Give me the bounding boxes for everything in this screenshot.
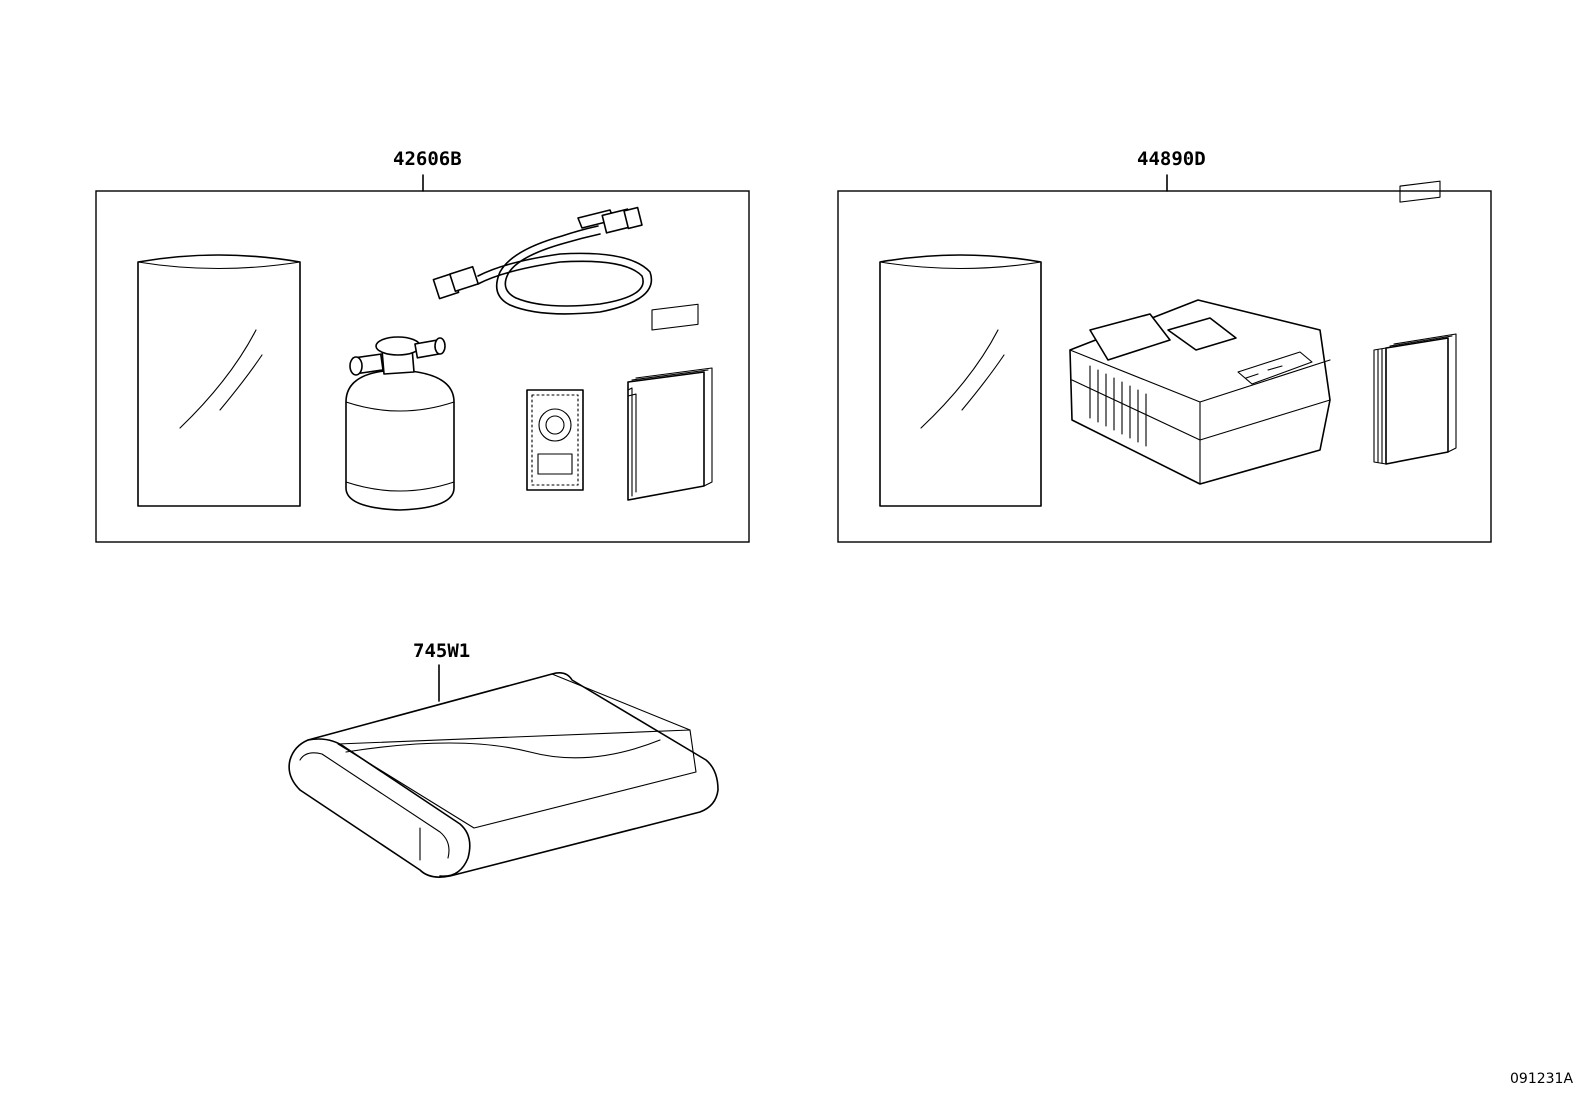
kit-44890D-frame	[837, 190, 1492, 543]
part-number-label[interactable]: 42606B	[393, 148, 462, 170]
sealant-bottle-icon	[345, 336, 455, 511]
instruction-booklet-icon	[1373, 180, 1457, 465]
warning-label-icon	[526, 389, 584, 491]
tool-case-group[interactable]	[288, 664, 719, 878]
storage-bag-icon	[879, 254, 1042, 507]
storage-bag-icon	[137, 254, 301, 507]
hose-icon	[432, 206, 653, 315]
air-compressor-icon	[1069, 299, 1331, 485]
tool-case-icon	[288, 672, 719, 878]
part-number-label[interactable]: 44890D	[1137, 148, 1206, 170]
kit-42606B-frame	[95, 190, 750, 543]
diagram-id: 091231A	[1510, 1071, 1574, 1087]
kit-44890D-group[interactable]	[837, 174, 1492, 543]
part-number-label[interactable]: 745W1	[413, 640, 471, 662]
instruction-booklet-icon	[627, 303, 713, 501]
kit-42606B-group[interactable]	[95, 174, 750, 543]
